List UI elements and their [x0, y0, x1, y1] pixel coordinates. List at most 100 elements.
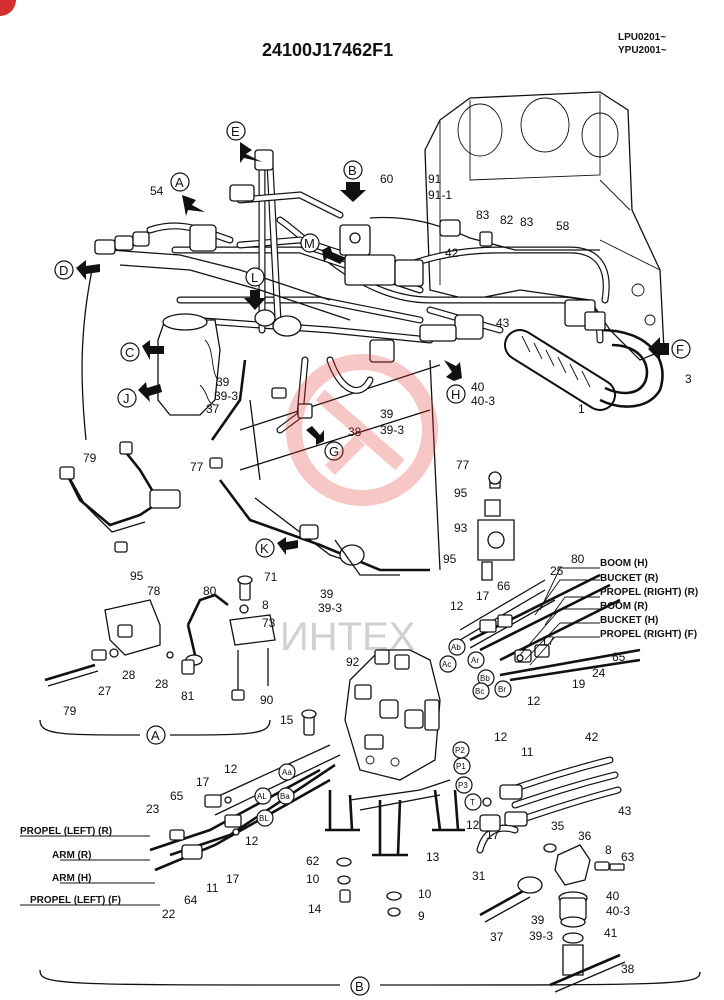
- port-label: Aa: [278, 763, 296, 781]
- svg-text:11: 11: [521, 745, 534, 759]
- svg-text:25: 25: [550, 564, 564, 578]
- svg-text:24: 24: [592, 666, 606, 680]
- svg-text:91-1: 91-1: [428, 188, 452, 202]
- svg-text:36: 36: [578, 829, 592, 843]
- svg-text:28: 28: [155, 677, 169, 691]
- svg-text:27: 27: [98, 684, 112, 698]
- svg-text:17: 17: [486, 828, 500, 842]
- part-number-title: 24100J17462F1: [262, 40, 393, 60]
- svg-text:10: 10: [306, 872, 320, 886]
- caption-propel-right-r: PROPEL (RIGHT) (R): [600, 587, 698, 598]
- svg-text:AL: AL: [257, 792, 267, 801]
- valve-left-hoses: [149, 744, 341, 872]
- svg-text:19: 19: [572, 677, 586, 691]
- svg-text:37: 37: [206, 402, 220, 416]
- svg-text:38: 38: [348, 425, 362, 439]
- pipe-assembly-79: [59, 269, 181, 553]
- svg-text:23: 23: [146, 802, 160, 816]
- section-b-bracket: [39, 969, 701, 986]
- svg-text:B: B: [348, 163, 357, 178]
- section-a-parts: [39, 575, 276, 736]
- svg-text:39-3: 39-3: [214, 389, 238, 403]
- view-marker-h: H: [444, 360, 466, 404]
- suction-hose: [504, 328, 664, 411]
- view-marker-f: D: [54, 260, 100, 280]
- port-label: P1: [453, 757, 471, 775]
- view-markers: E A B D M L C: [54, 121, 691, 558]
- view-marker-d: C: [120, 340, 164, 362]
- svg-text:17: 17: [476, 589, 490, 603]
- svg-text:40-3: 40-3: [471, 394, 495, 408]
- view-marker-a: A: [170, 172, 205, 216]
- fitting-parts-right: [477, 471, 515, 581]
- svg-text:22: 22: [162, 907, 176, 921]
- svg-text:M: M: [304, 236, 315, 251]
- caption-boom-r: BOOM (R): [600, 601, 648, 612]
- section-label-b: B: [350, 976, 370, 996]
- caption-bucket-r: BUCKET (R): [600, 573, 658, 584]
- svg-text:62: 62: [306, 854, 320, 868]
- svg-text:31: 31: [472, 869, 486, 883]
- svg-text:60: 60: [380, 172, 394, 186]
- port-label: Ar: [467, 651, 485, 669]
- svg-text:54: 54: [150, 184, 164, 198]
- svg-text:39: 39: [320, 587, 334, 601]
- watermark-ring: [286, 354, 438, 506]
- svg-text:39: 39: [216, 375, 230, 389]
- view-marker-e: E: [226, 121, 262, 163]
- caption-propel-left-f: PROPEL (LEFT) (F): [30, 895, 121, 906]
- svg-text:95: 95: [443, 552, 457, 566]
- svg-text:12: 12: [494, 730, 508, 744]
- svg-text:12: 12: [245, 834, 259, 848]
- svg-text:G: G: [329, 444, 339, 459]
- view-marker-b: B: [340, 160, 366, 202]
- svg-text:40: 40: [606, 889, 620, 903]
- svg-text:Br: Br: [498, 685, 506, 694]
- caption-propel-left-r: PROPEL (LEFT) (R): [20, 826, 112, 837]
- svg-text:15: 15: [280, 713, 294, 727]
- lower-right-parts: [334, 539, 626, 993]
- svg-text:39-3: 39-3: [318, 601, 342, 615]
- port-label: Ba: [277, 787, 295, 805]
- svg-text:65: 65: [170, 789, 184, 803]
- svg-text:83: 83: [520, 215, 534, 229]
- port-label: BL: [256, 809, 274, 827]
- svg-text:8: 8: [262, 598, 269, 612]
- part-callouts: 54 60 91 91-1 83 82 83 58 42 43 3 1 40 4…: [63, 172, 692, 976]
- svg-text:13: 13: [426, 850, 440, 864]
- port-label: P3: [455, 776, 473, 794]
- svg-text:73: 73: [262, 616, 276, 630]
- control-valve-92: [301, 649, 465, 917]
- svg-text:E: E: [231, 124, 240, 139]
- svg-text:3: 3: [685, 372, 692, 386]
- svg-text:63: 63: [621, 850, 635, 864]
- svg-text:71: 71: [264, 570, 278, 584]
- serial-range-2: YPU2001~: [618, 45, 667, 56]
- svg-text:64: 64: [184, 893, 198, 907]
- svg-text:91: 91: [428, 172, 442, 186]
- svg-text:17: 17: [226, 872, 240, 886]
- view-marker-l: L: [244, 267, 266, 310]
- svg-text:83: 83: [476, 208, 490, 222]
- svg-text:28: 28: [122, 668, 136, 682]
- view-marker-j: J: [117, 382, 162, 408]
- svg-text:17: 17: [541, 634, 555, 648]
- serial-range-1: LPU0201~: [618, 32, 666, 43]
- hose-captions: BOOM (H) BUCKET (R) PROPEL (RIGHT) (R) B…: [20, 558, 698, 906]
- svg-text:43: 43: [618, 804, 632, 818]
- svg-text:12: 12: [527, 694, 541, 708]
- watermark-text: ИНТЕХ: [280, 615, 415, 659]
- svg-text:39: 39: [380, 407, 394, 421]
- svg-text:93: 93: [454, 521, 468, 535]
- view-marker-k: K: [255, 537, 298, 558]
- svg-text:Ba: Ba: [280, 792, 290, 801]
- svg-text:P2: P2: [455, 746, 465, 755]
- svg-text:J: J: [123, 391, 130, 406]
- svg-text:BL: BL: [259, 814, 269, 823]
- svg-text:Bc: Bc: [475, 687, 484, 696]
- svg-text:C: C: [125, 345, 134, 360]
- svg-text:12: 12: [450, 599, 464, 613]
- svg-text:65: 65: [612, 650, 626, 664]
- port-label: T: [464, 793, 482, 811]
